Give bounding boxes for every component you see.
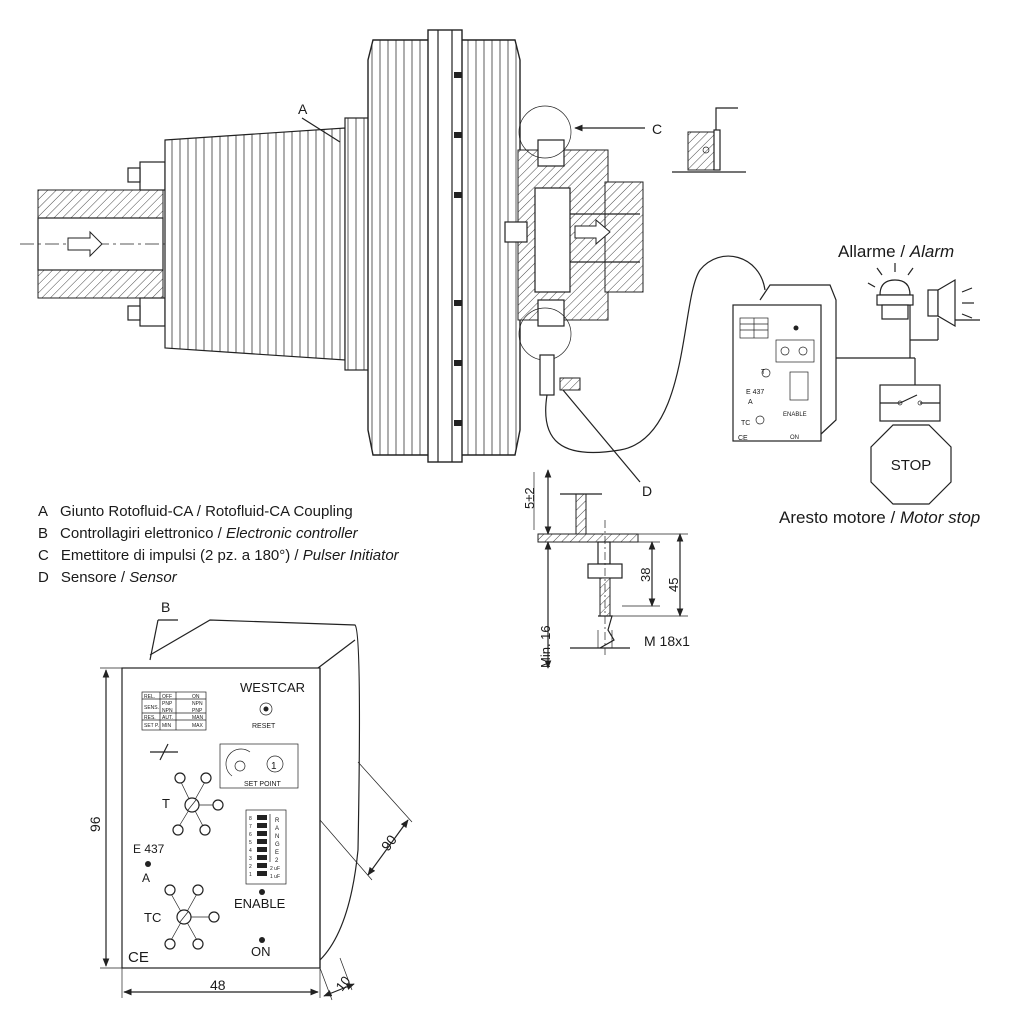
t-dial[interactable]: [172, 772, 224, 836]
svg-text:E 437: E 437: [746, 389, 764, 396]
svg-text:48: 48: [210, 977, 226, 993]
svg-text:PNP: PNP: [162, 701, 173, 707]
controller-small: E 437 A T TC ENABLE ON CE: [732, 284, 837, 442]
svg-text:T: T: [761, 369, 766, 376]
svg-text:AUT.: AUT.: [162, 715, 173, 721]
svg-text:TC: TC: [144, 910, 161, 925]
svg-text:1: 1: [271, 761, 277, 772]
svg-text:ON: ON: [790, 435, 799, 441]
svg-text:A: A: [298, 101, 308, 117]
svg-text:NPN: NPN: [192, 701, 203, 707]
alarm-label: Allarme / Alarm: [838, 242, 954, 261]
svg-text:2: 2: [275, 858, 279, 864]
alarm-beacon-icon: [867, 263, 914, 320]
svg-text:C: C: [652, 121, 662, 137]
svg-text:MAN: MAN: [192, 715, 204, 721]
reset-button[interactable]: [259, 702, 273, 716]
dip-switch-block[interactable]: 8 7 6 5 4 3 2 1 R A N G E 2 2 uF 1 uF: [245, 809, 287, 885]
callout-b: B: [149, 599, 178, 661]
callout-c: C: [574, 121, 662, 137]
relay-contact: [879, 384, 941, 422]
set-point-box: 1 SET POINT: [219, 743, 299, 789]
coupling-body: [164, 29, 521, 463]
stop-sign-icon: STOP: [870, 424, 952, 505]
svg-text:RES.: RES.: [144, 715, 156, 721]
svg-text:RESET: RESET: [252, 723, 276, 730]
svg-text:WESTCAR: WESTCAR: [240, 680, 305, 695]
coupling-assembly: A C D: [20, 29, 766, 499]
input-shaft-housing: [20, 161, 520, 327]
svg-text:ENABLE: ENABLE: [783, 412, 807, 418]
svg-text:2 uF: 2 uF: [270, 866, 280, 872]
svg-text:MAX: MAX: [192, 723, 204, 729]
svg-text:CE: CE: [738, 435, 748, 442]
svg-text:A: A: [275, 826, 279, 832]
sensor-dimension-detail: 5±2 Min. 16 38 45 M 18x1: [522, 469, 690, 669]
set-point-knob[interactable]: [234, 760, 246, 772]
svg-text:7: 7: [249, 824, 252, 830]
svg-text:3: 3: [249, 856, 252, 862]
callout-d: D: [562, 389, 652, 499]
controller-dimensions: 96 48 90 10: [87, 667, 413, 1001]
svg-text:OFF: OFF: [162, 694, 172, 700]
svg-text:1 uF: 1 uF: [270, 874, 280, 880]
svg-text:4: 4: [249, 848, 252, 854]
svg-text:5: 5: [249, 840, 252, 846]
svg-text:A: A: [142, 871, 150, 885]
svg-text:38: 38: [638, 568, 653, 582]
svg-text:ON: ON: [192, 694, 200, 700]
svg-text:MIN: MIN: [162, 723, 172, 729]
callout-a: A: [298, 101, 341, 143]
svg-text:TC: TC: [741, 420, 750, 427]
svg-text:M 18x1: M 18x1: [644, 633, 690, 649]
controller-large: WESTCAR REL. OFF ON SENS. PNP NPN NPN PN…: [121, 619, 361, 969]
svg-text:96: 96: [87, 816, 103, 832]
svg-text:A: A: [748, 399, 753, 406]
svg-text:REL.: REL.: [144, 694, 155, 700]
svg-text:6: 6: [249, 832, 252, 838]
svg-text:8: 8: [249, 816, 252, 822]
sensor-mount: [539, 255, 766, 454]
svg-text:G: G: [275, 842, 280, 848]
svg-text:SET POINT: SET POINT: [244, 781, 282, 788]
svg-text:E: E: [275, 850, 279, 856]
svg-text:R: R: [275, 818, 280, 824]
svg-text:PNP: PNP: [192, 708, 203, 714]
svg-text:E 437: E 437: [133, 842, 165, 856]
svg-text:D: D: [642, 483, 652, 499]
svg-text:T: T: [162, 796, 170, 811]
bolt-row: [454, 72, 462, 426]
bracket-detail: [672, 107, 746, 173]
svg-text:45: 45: [666, 578, 681, 592]
svg-text:NPN: NPN: [162, 708, 173, 714]
svg-text:2: 2: [249, 864, 252, 870]
svg-text:STOP: STOP: [891, 457, 932, 474]
svg-text:1: 1: [249, 872, 252, 878]
svg-text:ENABLE: ENABLE: [234, 896, 286, 911]
svg-text:N: N: [275, 834, 279, 840]
output-hub: [504, 105, 644, 361]
motor-stop-label: Aresto motore / Motor stop: [779, 508, 980, 527]
alarm-siren-icon: [927, 278, 980, 328]
svg-text:SET P.: SET P.: [144, 723, 159, 729]
svg-text:CE: CE: [128, 949, 149, 966]
svg-text:5±2: 5±2: [522, 487, 537, 509]
svg-text:B: B: [161, 599, 170, 615]
svg-text:ON: ON: [251, 944, 271, 959]
switch-table: REL. OFF ON SENS. PNP NPN NPN PNP RES. A…: [141, 691, 207, 731]
tc-dial[interactable]: [164, 884, 220, 950]
svg-text:Min. 16: Min. 16: [538, 625, 553, 668]
svg-text:SENS.: SENS.: [144, 705, 159, 711]
